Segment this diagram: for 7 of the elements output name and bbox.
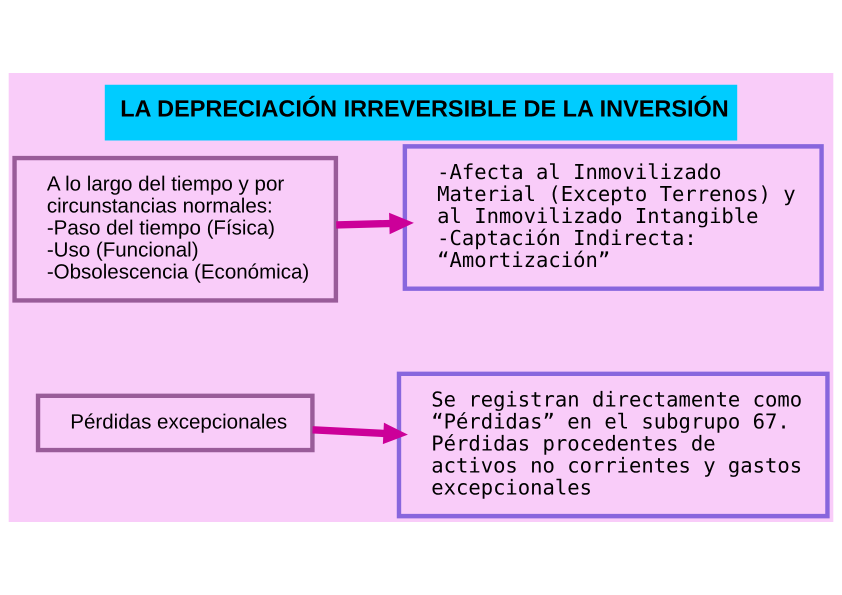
diagram-title: LA DEPRECIACIÓN IRREVERSIBLE DE LA INVERSIÓN [120,96,729,122]
arrow [336,212,414,234]
arrow [312,422,408,444]
node-box: Pérdidas excepcionales [36,394,315,452]
node-box: A lo largo del tiempo y por circunstancias normales: -Paso del tiempo (Física) -Uso (Funcional) -Obsolescencia (Económica) [12,156,338,303]
node-box: Se registran directamente como “Pérdidas” en el subgrupo 67. Pérdidas procedentes de activos no corrientes y gastos excepcionales [396,372,830,518]
node-box: -Afecta al Inmovilizado Material (Excepto Terrenos) y al Inmovilizado Intangible -Captación Indirecta: “Amortización” [402,144,824,291]
